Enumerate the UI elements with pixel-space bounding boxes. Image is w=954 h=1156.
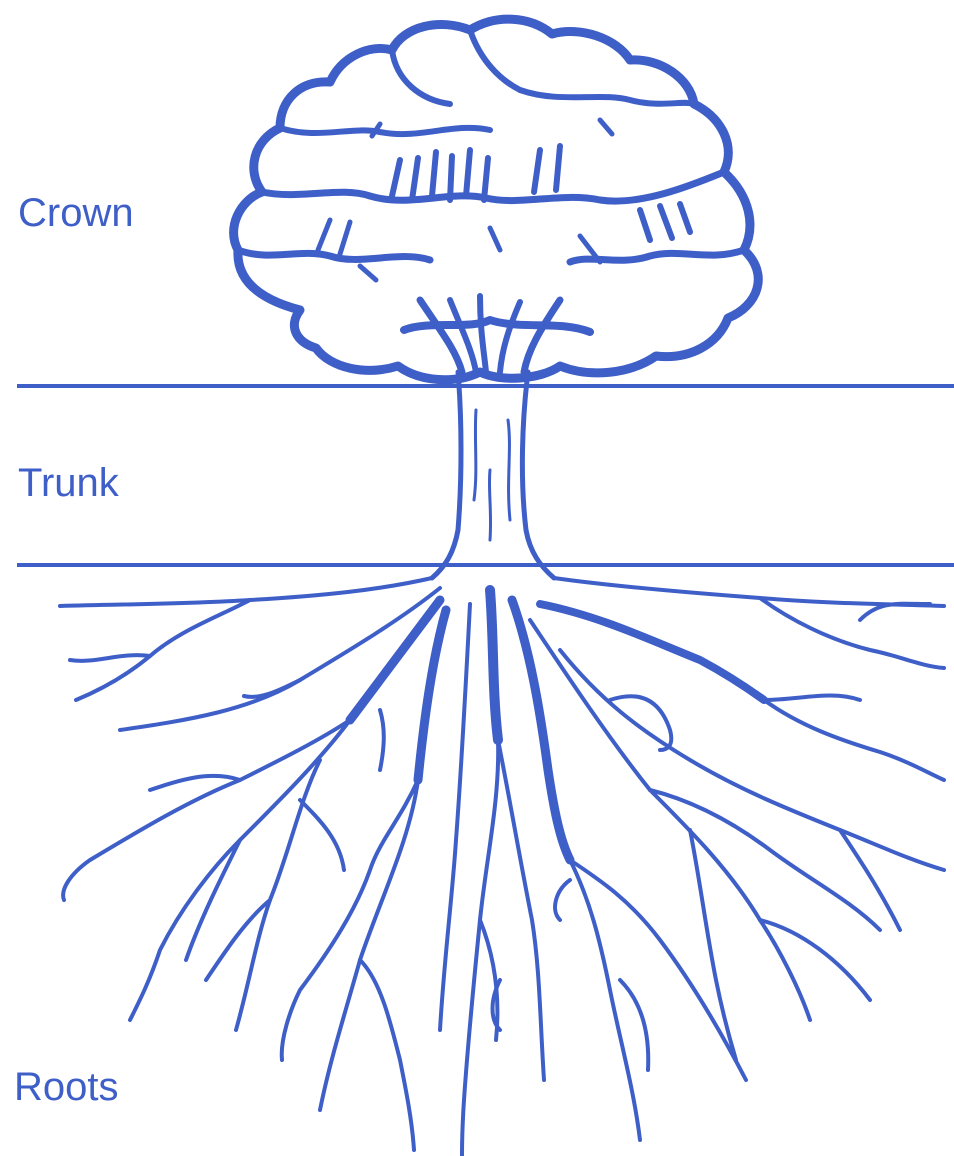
trunk-label: Trunk — [18, 463, 119, 503]
crown-label: Crown — [18, 193, 134, 233]
roots-label: Roots — [14, 1067, 119, 1107]
tree-trunk — [432, 372, 554, 578]
tree-crown — [234, 19, 759, 380]
tree-roots — [60, 578, 944, 1156]
